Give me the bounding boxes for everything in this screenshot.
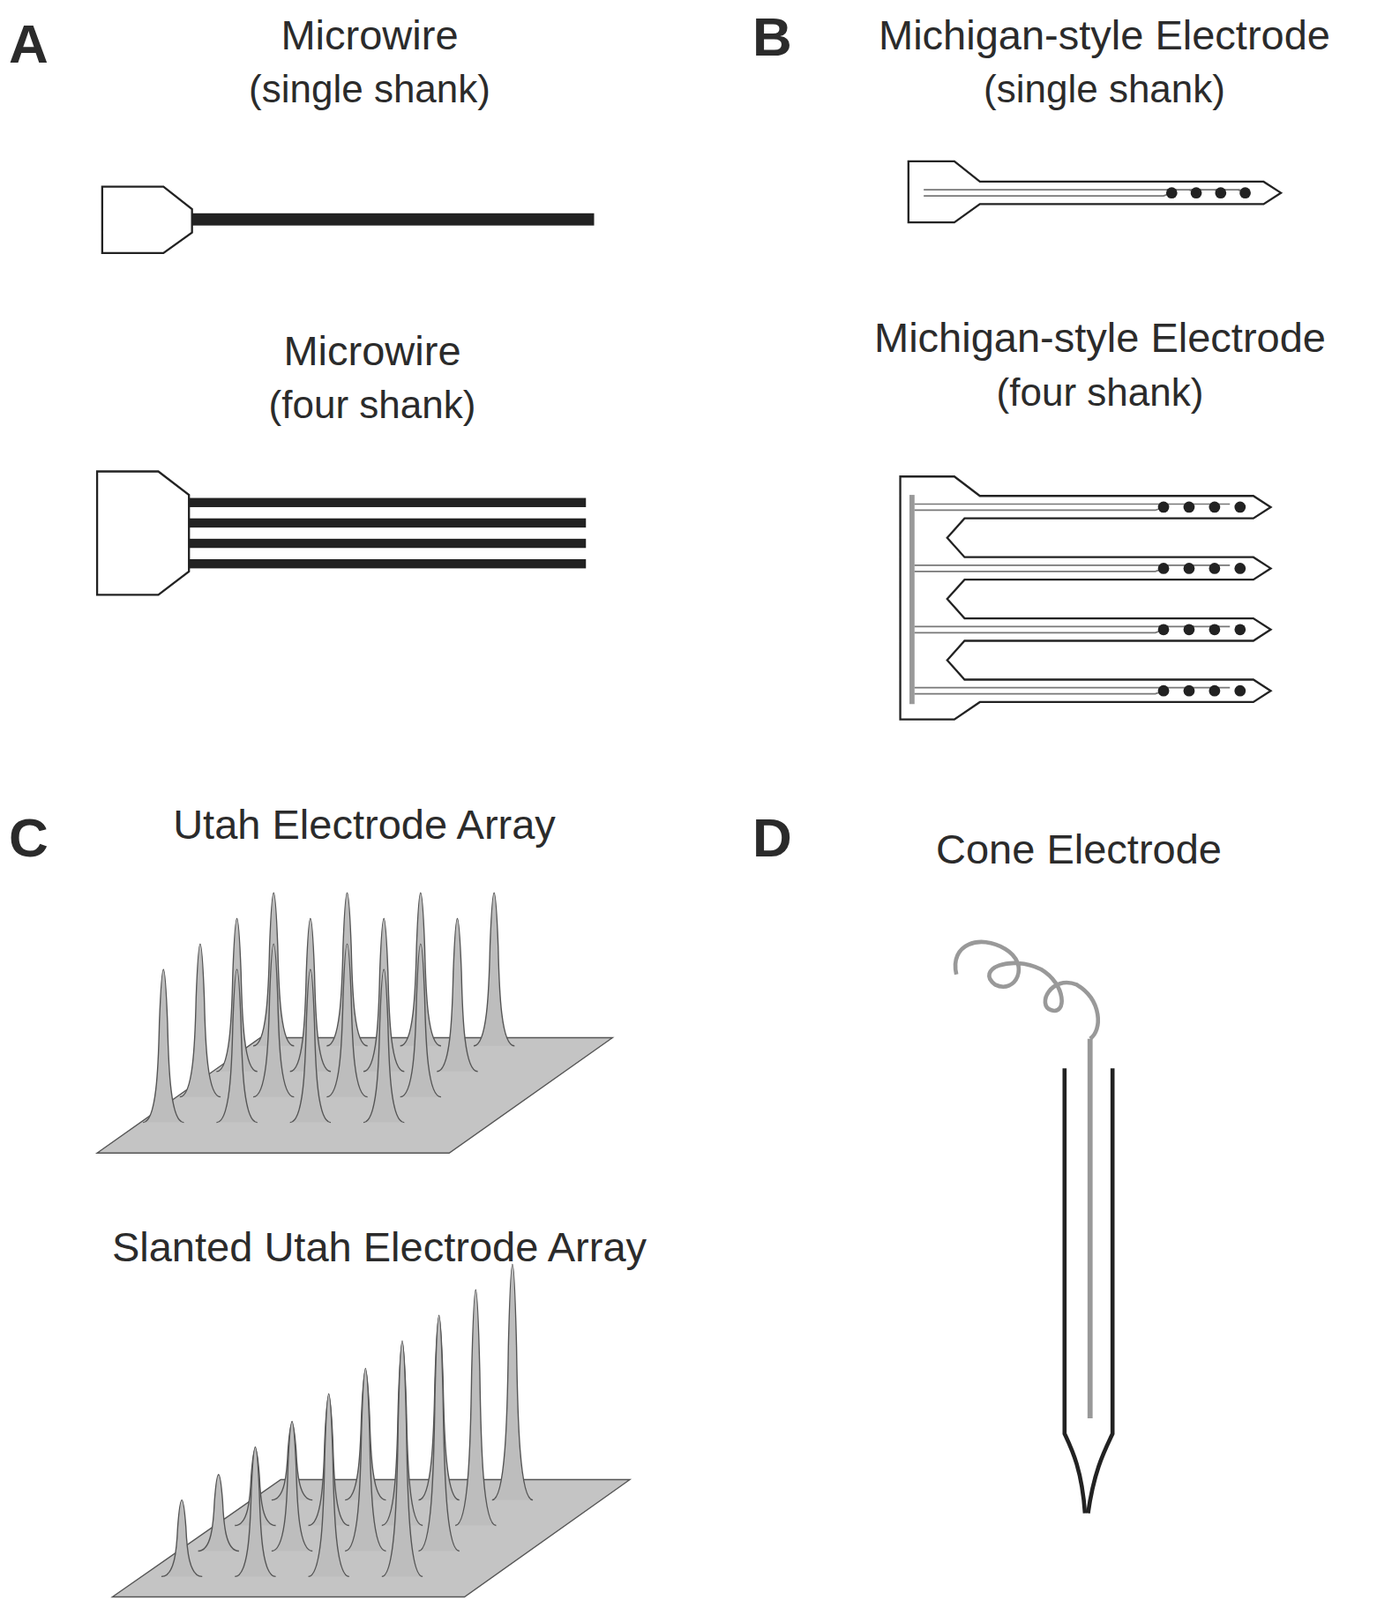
electrode-spike [234, 1446, 276, 1577]
electrode-spike [436, 918, 478, 1072]
contact-site [1234, 685, 1246, 697]
michigan-single [908, 161, 1281, 223]
microwire-single [102, 187, 595, 254]
trace [914, 507, 1164, 510]
electrode-spike [419, 1315, 460, 1551]
slanted-utah-array [112, 1264, 630, 1597]
michigan-traces [914, 501, 1246, 697]
electrode-spike [400, 943, 442, 1098]
electrode-spike [271, 1421, 313, 1552]
contact-site [1183, 685, 1196, 697]
electrode-subtitle: (four shank) [269, 383, 477, 427]
electrode-subtitle: (four shank) [996, 371, 1205, 414]
contact-site [1158, 685, 1170, 697]
contact-site [1209, 501, 1221, 514]
electrode-spike [179, 943, 221, 1098]
electrode-title: Microwire [283, 328, 461, 375]
electrode-spike [142, 969, 184, 1123]
trace [914, 629, 1164, 633]
trace [914, 503, 1230, 506]
contact-site [1183, 623, 1196, 636]
electrode-spike [473, 892, 515, 1047]
contact-site [1158, 623, 1170, 636]
electrode-spike [492, 1264, 533, 1500]
trace [914, 687, 1230, 689]
panel-letter: A [8, 14, 49, 75]
electrode-title: Michigan-style Electrode [878, 12, 1331, 59]
trace [914, 690, 1164, 694]
electrode-spike [363, 969, 405, 1123]
panel-letter: C [8, 808, 49, 869]
electrode-title: Cone Electrode [935, 826, 1222, 873]
panel-letter: B [752, 7, 793, 68]
utah-array [97, 892, 613, 1153]
contact-site [1234, 501, 1246, 514]
cone-electrode [955, 942, 1113, 1514]
electrode-spike [290, 969, 331, 1123]
contact-site [1209, 685, 1221, 697]
contact-site [1183, 562, 1196, 575]
electrode-spike [381, 1340, 423, 1577]
michigan-four [900, 476, 1272, 719]
electrode-spike [344, 1368, 386, 1551]
electrode-spike [161, 1500, 203, 1578]
electrode-spike [198, 1474, 240, 1552]
electrode-title: Slanted Utah Electrode Array [112, 1224, 647, 1271]
panel-letter: D [752, 808, 793, 869]
electrode-spike [216, 969, 257, 1123]
electrode-title: Utah Electrode Array [172, 801, 556, 848]
contact-site [1183, 501, 1196, 514]
trace [914, 625, 1230, 628]
contact-site [1234, 562, 1246, 575]
electrode-spike [253, 943, 294, 1098]
electrode-spike [308, 1393, 350, 1577]
electrode-title: Michigan-style Electrode [874, 314, 1326, 361]
trace [914, 568, 1164, 571]
contact-site [1158, 562, 1170, 575]
contact-site [1209, 562, 1221, 575]
electrode-subtitle: (single shank) [248, 67, 491, 111]
contact-site [1234, 623, 1246, 636]
trace [914, 564, 1230, 567]
electrode-title: Microwire [280, 12, 458, 59]
contact-site [1158, 501, 1170, 514]
microwire-four [97, 471, 586, 595]
contact-site [1209, 623, 1221, 636]
electrode-spike [326, 943, 367, 1098]
electrode-spike [455, 1289, 496, 1526]
electrode-subtitle: (single shank) [983, 67, 1226, 111]
